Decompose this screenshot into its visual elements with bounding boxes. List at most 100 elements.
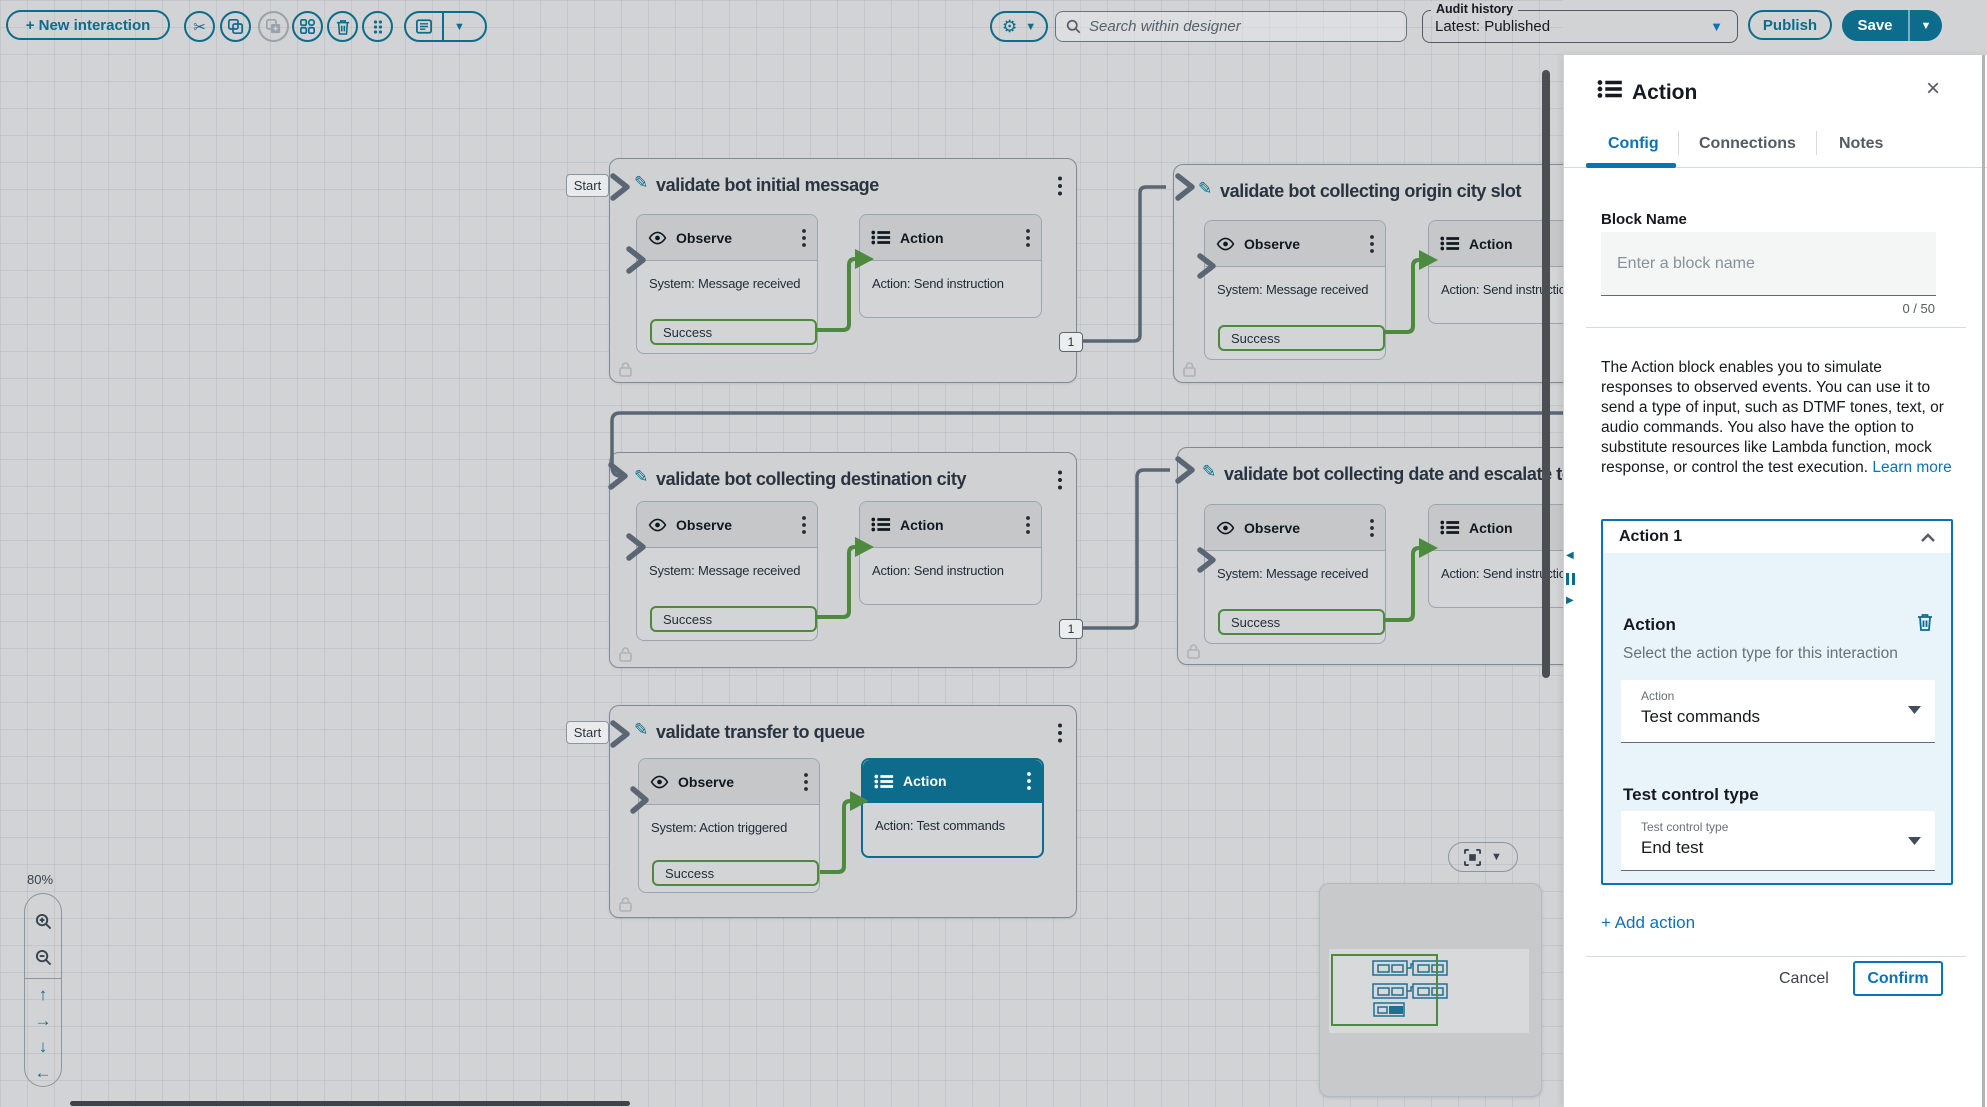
action-card[interactable]: Action Action: Send instruction	[1428, 220, 1563, 324]
panel-expand-right-icon[interactable]: ▶	[1566, 595, 1574, 606]
flow-block-destination-city[interactable]: ✎ validate bot collecting destination ci…	[609, 452, 1083, 668]
kebab-menu-icon[interactable]	[1058, 470, 1062, 490]
confirm-button[interactable]: Confirm	[1853, 961, 1943, 996]
panel-scrollbar[interactable]	[1982, 55, 1985, 1107]
observe-card[interactable]: Observe System: Message received Success	[636, 214, 818, 354]
flow-block-origin-city[interactable]: ✎ validate bot collecting origin city sl…	[1173, 164, 1563, 383]
pan-down-button[interactable]: ↓	[38, 1037, 48, 1057]
kebab-menu-icon[interactable]	[1026, 515, 1030, 534]
accordion-header[interactable]: Action 1	[1603, 521, 1951, 553]
observe-card[interactable]: Observe System: Message received Success	[636, 501, 818, 641]
edit-pencil-icon[interactable]: ✎	[634, 720, 649, 739]
paste-button[interactable]	[258, 11, 289, 42]
minimap-viewport[interactable]	[1331, 954, 1438, 1026]
action-card-selected[interactable]: Action Action: Test commands	[861, 758, 1044, 858]
action-type-select[interactable]: Action Test commands	[1621, 680, 1935, 743]
success-port[interactable]: Success	[1218, 325, 1385, 351]
edit-pencil-icon[interactable]: ✎	[1198, 179, 1213, 198]
settings-dropdown-button[interactable]: ⚙ ▼	[990, 11, 1048, 42]
canvas-vertical-scrollbar[interactable]	[1542, 70, 1550, 678]
kebab-menu-icon[interactable]	[1058, 723, 1062, 743]
pan-right-button[interactable]: →	[34, 1011, 52, 1031]
block-title: validate transfer to queue	[656, 722, 865, 742]
edit-pencil-icon[interactable]: ✎	[634, 467, 649, 486]
connection-badge[interactable]: 1	[1059, 619, 1083, 639]
cut-button[interactable]: ✂	[184, 11, 215, 42]
test-control-type-select[interactable]: Test control type End test	[1621, 811, 1935, 871]
card-title: Observe	[676, 229, 733, 246]
kebab-menu-icon[interactable]	[1026, 228, 1030, 247]
observe-body: System: Message received	[649, 563, 801, 578]
publish-button[interactable]: Publish	[1748, 10, 1832, 40]
success-port[interactable]: Success	[652, 860, 819, 886]
success-port[interactable]: Success	[650, 319, 817, 345]
flow-canvas[interactable]: Start ✎ validate bot initial message Obs…	[0, 0, 1563, 1107]
observe-card[interactable]: Observe System: Message received Success	[1204, 504, 1386, 644]
tab-config[interactable]: Config	[1608, 135, 1659, 152]
zoom-in-button[interactable]	[25, 903, 61, 939]
panel-collapse-left-icon[interactable]: ◀	[1566, 550, 1574, 561]
tab-notes[interactable]: Notes	[1839, 135, 1884, 152]
flow-block-initial-message[interactable]: Start ✎ validate bot initial message Obs…	[566, 158, 1083, 383]
action-card[interactable]: Action Action: Send instruction	[859, 214, 1042, 318]
observe-card[interactable]: Observe System: Action triggered Success	[638, 758, 820, 893]
zoom-out-button[interactable]	[25, 939, 61, 975]
search-icon	[1066, 19, 1081, 34]
chevron-down-icon[interactable]: ▼	[1920, 19, 1932, 32]
pan-up-button[interactable]: ↑	[38, 985, 48, 1005]
fit-to-view-button[interactable]: ▼	[1448, 842, 1518, 872]
flow-block-date-escalate[interactable]: ✎ validate bot collecting date and escal…	[1177, 447, 1563, 665]
copy-button[interactable]	[220, 11, 251, 42]
learn-more-link[interactable]: Learn more	[1872, 459, 1952, 476]
edit-pencil-icon[interactable]: ✎	[634, 173, 649, 192]
lock-icon	[1187, 644, 1200, 659]
chevron-up-icon[interactable]	[1921, 532, 1935, 542]
kebab-menu-icon[interactable]	[1370, 518, 1374, 537]
block-name-label: Block Name	[1601, 211, 1687, 228]
divider	[1586, 327, 1966, 328]
delete-action-trash-icon[interactable]	[1917, 613, 1933, 631]
audit-history-label: Audit history	[1431, 2, 1519, 16]
audit-history-select[interactable]: Audit history Latest: Published ▼	[1422, 2, 1738, 43]
connection-badge[interactable]: 1	[1059, 332, 1083, 352]
save-button[interactable]: Save	[1857, 17, 1893, 34]
card-title: Observe	[678, 773, 735, 790]
edit-pencil-icon[interactable]: ✎	[1202, 462, 1217, 481]
action-helper-text: Select the action type for this interact…	[1623, 645, 1898, 662]
view-options-split-button[interactable]: ▼	[404, 11, 487, 42]
select-label: Action	[1641, 689, 1675, 703]
success-port[interactable]: Success	[650, 606, 817, 632]
flow-block-transfer-queue[interactable]: Start ✎ validate transfer to queue Obser…	[566, 705, 1077, 918]
card-title: Action	[1469, 519, 1513, 536]
search-input[interactable]	[1089, 18, 1396, 35]
success-port[interactable]: Success	[1218, 609, 1385, 635]
minimap[interactable]	[1319, 883, 1542, 1097]
kebab-menu-icon[interactable]	[1370, 234, 1374, 253]
action-list-icon	[871, 517, 891, 532]
accordion-body: Action Select the action type for this i…	[1603, 553, 1951, 883]
observe-card[interactable]: Observe System: Message received Success	[1204, 220, 1386, 360]
delete-button[interactable]	[327, 11, 358, 42]
divider	[1908, 10, 1910, 41]
cancel-button[interactable]: Cancel	[1779, 970, 1829, 987]
canvas-horizontal-scrollbar[interactable]	[70, 1101, 630, 1106]
drag-handle-button[interactable]	[362, 11, 393, 42]
drag-dots-icon	[373, 19, 383, 34]
kebab-menu-icon[interactable]	[802, 515, 806, 534]
action-card[interactable]: Action Action: Send instruction	[859, 501, 1042, 605]
new-interaction-button[interactable]: + New interaction	[6, 10, 170, 40]
close-icon[interactable]: ×	[1926, 75, 1941, 102]
panel-resize-handle-icon[interactable]	[1566, 573, 1575, 585]
kebab-menu-icon[interactable]	[1027, 772, 1031, 790]
save-split-button[interactable]: Save ▼	[1842, 10, 1942, 41]
kebab-menu-icon[interactable]	[804, 772, 808, 791]
designer-search[interactable]	[1055, 11, 1407, 42]
block-name-input[interactable]	[1601, 232, 1936, 296]
pan-left-button[interactable]: ←	[34, 1063, 52, 1083]
tab-connections[interactable]: Connections	[1699, 135, 1796, 152]
arrange-button[interactable]	[292, 11, 323, 42]
kebab-menu-icon[interactable]	[1058, 176, 1062, 196]
add-action-link[interactable]: + Add action	[1601, 913, 1696, 932]
kebab-menu-icon[interactable]	[802, 228, 806, 247]
action-card[interactable]: Action Action: Send instruction	[1428, 504, 1563, 608]
